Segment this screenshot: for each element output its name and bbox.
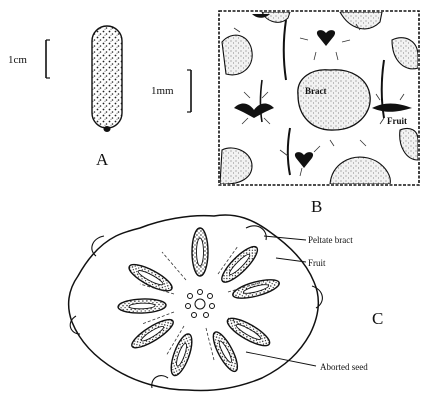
fruit-label-b: Fruit [387, 116, 407, 126]
inflorescence-drawing [92, 26, 122, 132]
scale-bar-b [187, 70, 191, 112]
callout-peltate-bract: Peltate bract [308, 235, 353, 245]
cross-section-drawing [69, 215, 323, 391]
panel-c: Peltate bract Fruit Aborted seed C [69, 215, 384, 391]
panel-letter-a: A [96, 150, 109, 169]
panel-b: 1mm [151, 11, 419, 216]
callout-fruit: Fruit [308, 258, 326, 268]
scale-bar-a [46, 40, 50, 78]
callout-aborted-seed: Aborted seed [320, 362, 368, 372]
panel-letter-b: B [311, 197, 322, 216]
panel-a: 1cm A [8, 26, 122, 169]
scale-label-a: 1cm [8, 54, 27, 66]
scale-label-b: 1mm [151, 85, 174, 97]
surface-detail-drawing: Bract Fruit [219, 11, 419, 185]
panel-letter-c: C [372, 309, 383, 328]
bract-label: Bract [305, 86, 327, 96]
